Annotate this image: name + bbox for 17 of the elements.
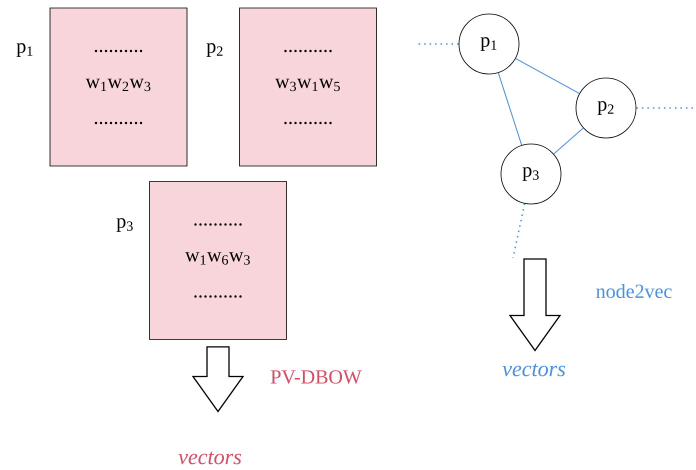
box-label: p$_{3}$ xyxy=(116,218,133,232)
dotted-line xyxy=(636,107,696,109)
paragraph-box: .......... w$_{3}$w$_{1}$w$_{5}$ .......... xyxy=(239,8,377,166)
connector-line xyxy=(515,58,580,94)
edge-label: PV-DBOW xyxy=(270,370,362,384)
box-label: p$_{1}$ xyxy=(16,43,32,57)
connector-line xyxy=(498,72,522,146)
edge-label: node2vec xyxy=(596,284,672,298)
box-label: p$_{2}$ xyxy=(206,43,222,57)
dotted-line xyxy=(512,204,526,258)
output-label: vectors xyxy=(502,364,566,376)
connector-line xyxy=(553,128,584,154)
output-label: vectors xyxy=(178,452,242,464)
hollow-arrow xyxy=(508,258,562,352)
hollow-arrow xyxy=(192,346,244,413)
paragraph-box: .......... w$_{1}$w$_{2}$w$_{3}$ .......... xyxy=(50,8,188,166)
paragraph-box: .......... w$_{1}$w$_{6}$w$_{3}$ .......... xyxy=(149,181,287,340)
